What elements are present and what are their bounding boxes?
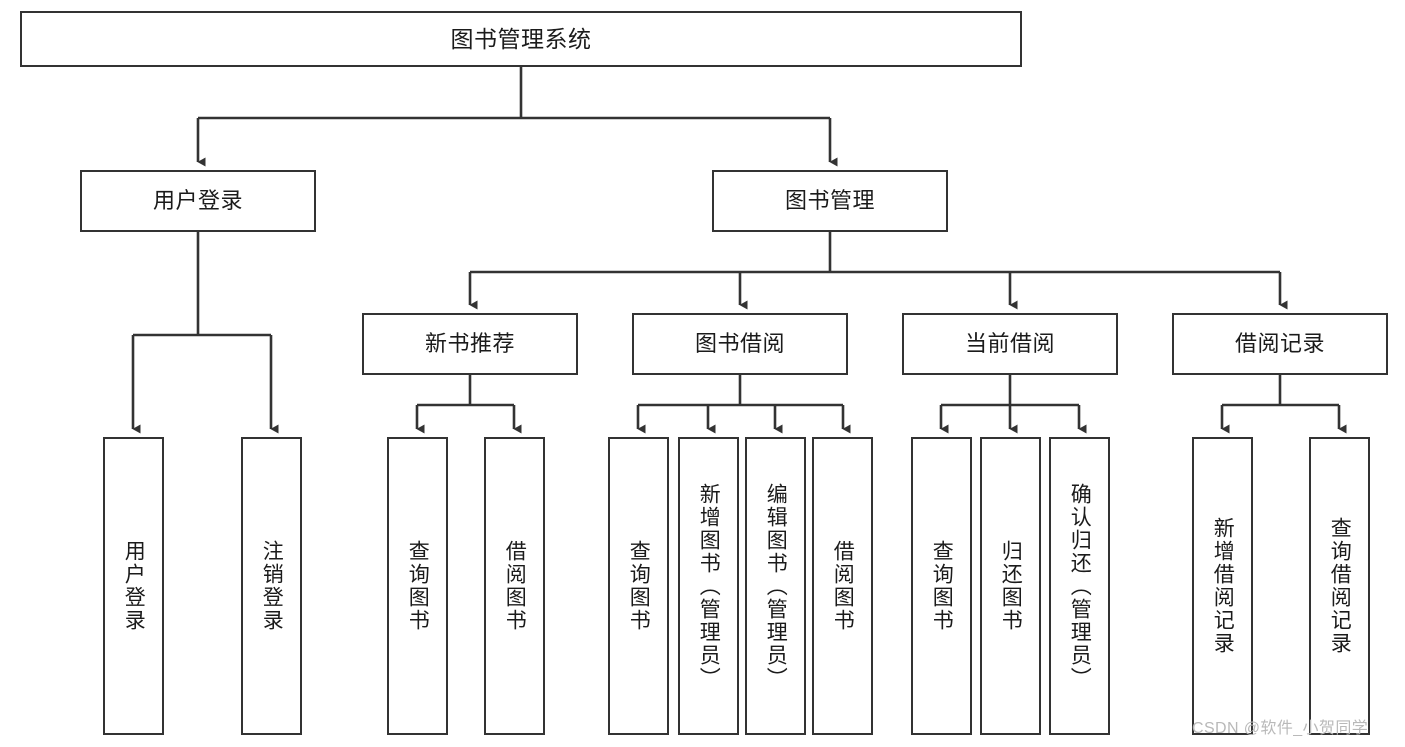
node-label: 查询图书 — [627, 540, 651, 632]
node-book-management[interactable]: 图书管理 — [712, 170, 948, 232]
leaf-borrow-book-recommend[interactable]: 借阅图书 — [484, 437, 545, 735]
node-book-borrow[interactable]: 图书借阅 — [632, 313, 848, 375]
node-label: 新增借阅记录 — [1211, 517, 1235, 655]
node-current-borrow[interactable]: 当前借阅 — [902, 313, 1118, 375]
leaf-user-logout[interactable]: 注销登录 — [241, 437, 302, 735]
node-user-login[interactable]: 用户登录 — [80, 170, 316, 232]
node-label: 图书管理 — [784, 188, 875, 214]
csdn-watermark: CSDN @软件_小贺同学 — [1192, 720, 1369, 737]
leaf-query-book-current[interactable]: 查询图书 — [911, 437, 972, 735]
leaf-add-book-admin[interactable]: 新增图书（管理员） — [678, 437, 739, 735]
node-label: 用户登录 — [152, 188, 243, 214]
leaf-return-book[interactable]: 归还图书 — [980, 437, 1041, 735]
node-label: 图书管理系统 — [450, 25, 592, 52]
node-label: 查询借阅记录 — [1328, 517, 1352, 655]
node-label: 借阅图书 — [831, 540, 855, 632]
node-label: 当前借阅 — [964, 331, 1055, 357]
leaf-user-login[interactable]: 用户登录 — [103, 437, 164, 735]
leaf-query-book-recommend[interactable]: 查询图书 — [387, 437, 448, 735]
node-label: 用户登录 — [122, 540, 146, 632]
node-label: 借阅记录 — [1234, 331, 1325, 357]
node-label: 查询图书 — [406, 540, 430, 632]
node-label: 编辑图书（管理员） — [764, 482, 788, 690]
leaf-borrow-book[interactable]: 借阅图书 — [812, 437, 873, 735]
node-borrow-record[interactable]: 借阅记录 — [1172, 313, 1388, 375]
node-label: 注销登录 — [260, 540, 284, 632]
node-label: 查询图书 — [930, 540, 954, 632]
node-label: 新增图书（管理员） — [697, 482, 721, 690]
node-label: 新书推荐 — [424, 331, 515, 357]
node-label: 归还图书 — [999, 540, 1023, 632]
node-new-book-recommend[interactable]: 新书推荐 — [362, 313, 578, 375]
node-label: 图书借阅 — [694, 331, 785, 357]
leaf-edit-book-admin[interactable]: 编辑图书（管理员） — [745, 437, 806, 735]
node-label: 确认归还（管理员） — [1068, 482, 1092, 690]
node-label: 借阅图书 — [503, 540, 527, 632]
node-root-book-management-system[interactable]: 图书管理系统 — [20, 11, 1022, 67]
leaf-add-borrow-record[interactable]: 新增借阅记录 — [1192, 437, 1253, 735]
leaf-query-borrow-record[interactable]: 查询借阅记录 — [1309, 437, 1370, 735]
leaf-query-book-borrow[interactable]: 查询图书 — [608, 437, 669, 735]
leaf-confirm-return-admin[interactable]: 确认归还（管理员） — [1049, 437, 1110, 735]
